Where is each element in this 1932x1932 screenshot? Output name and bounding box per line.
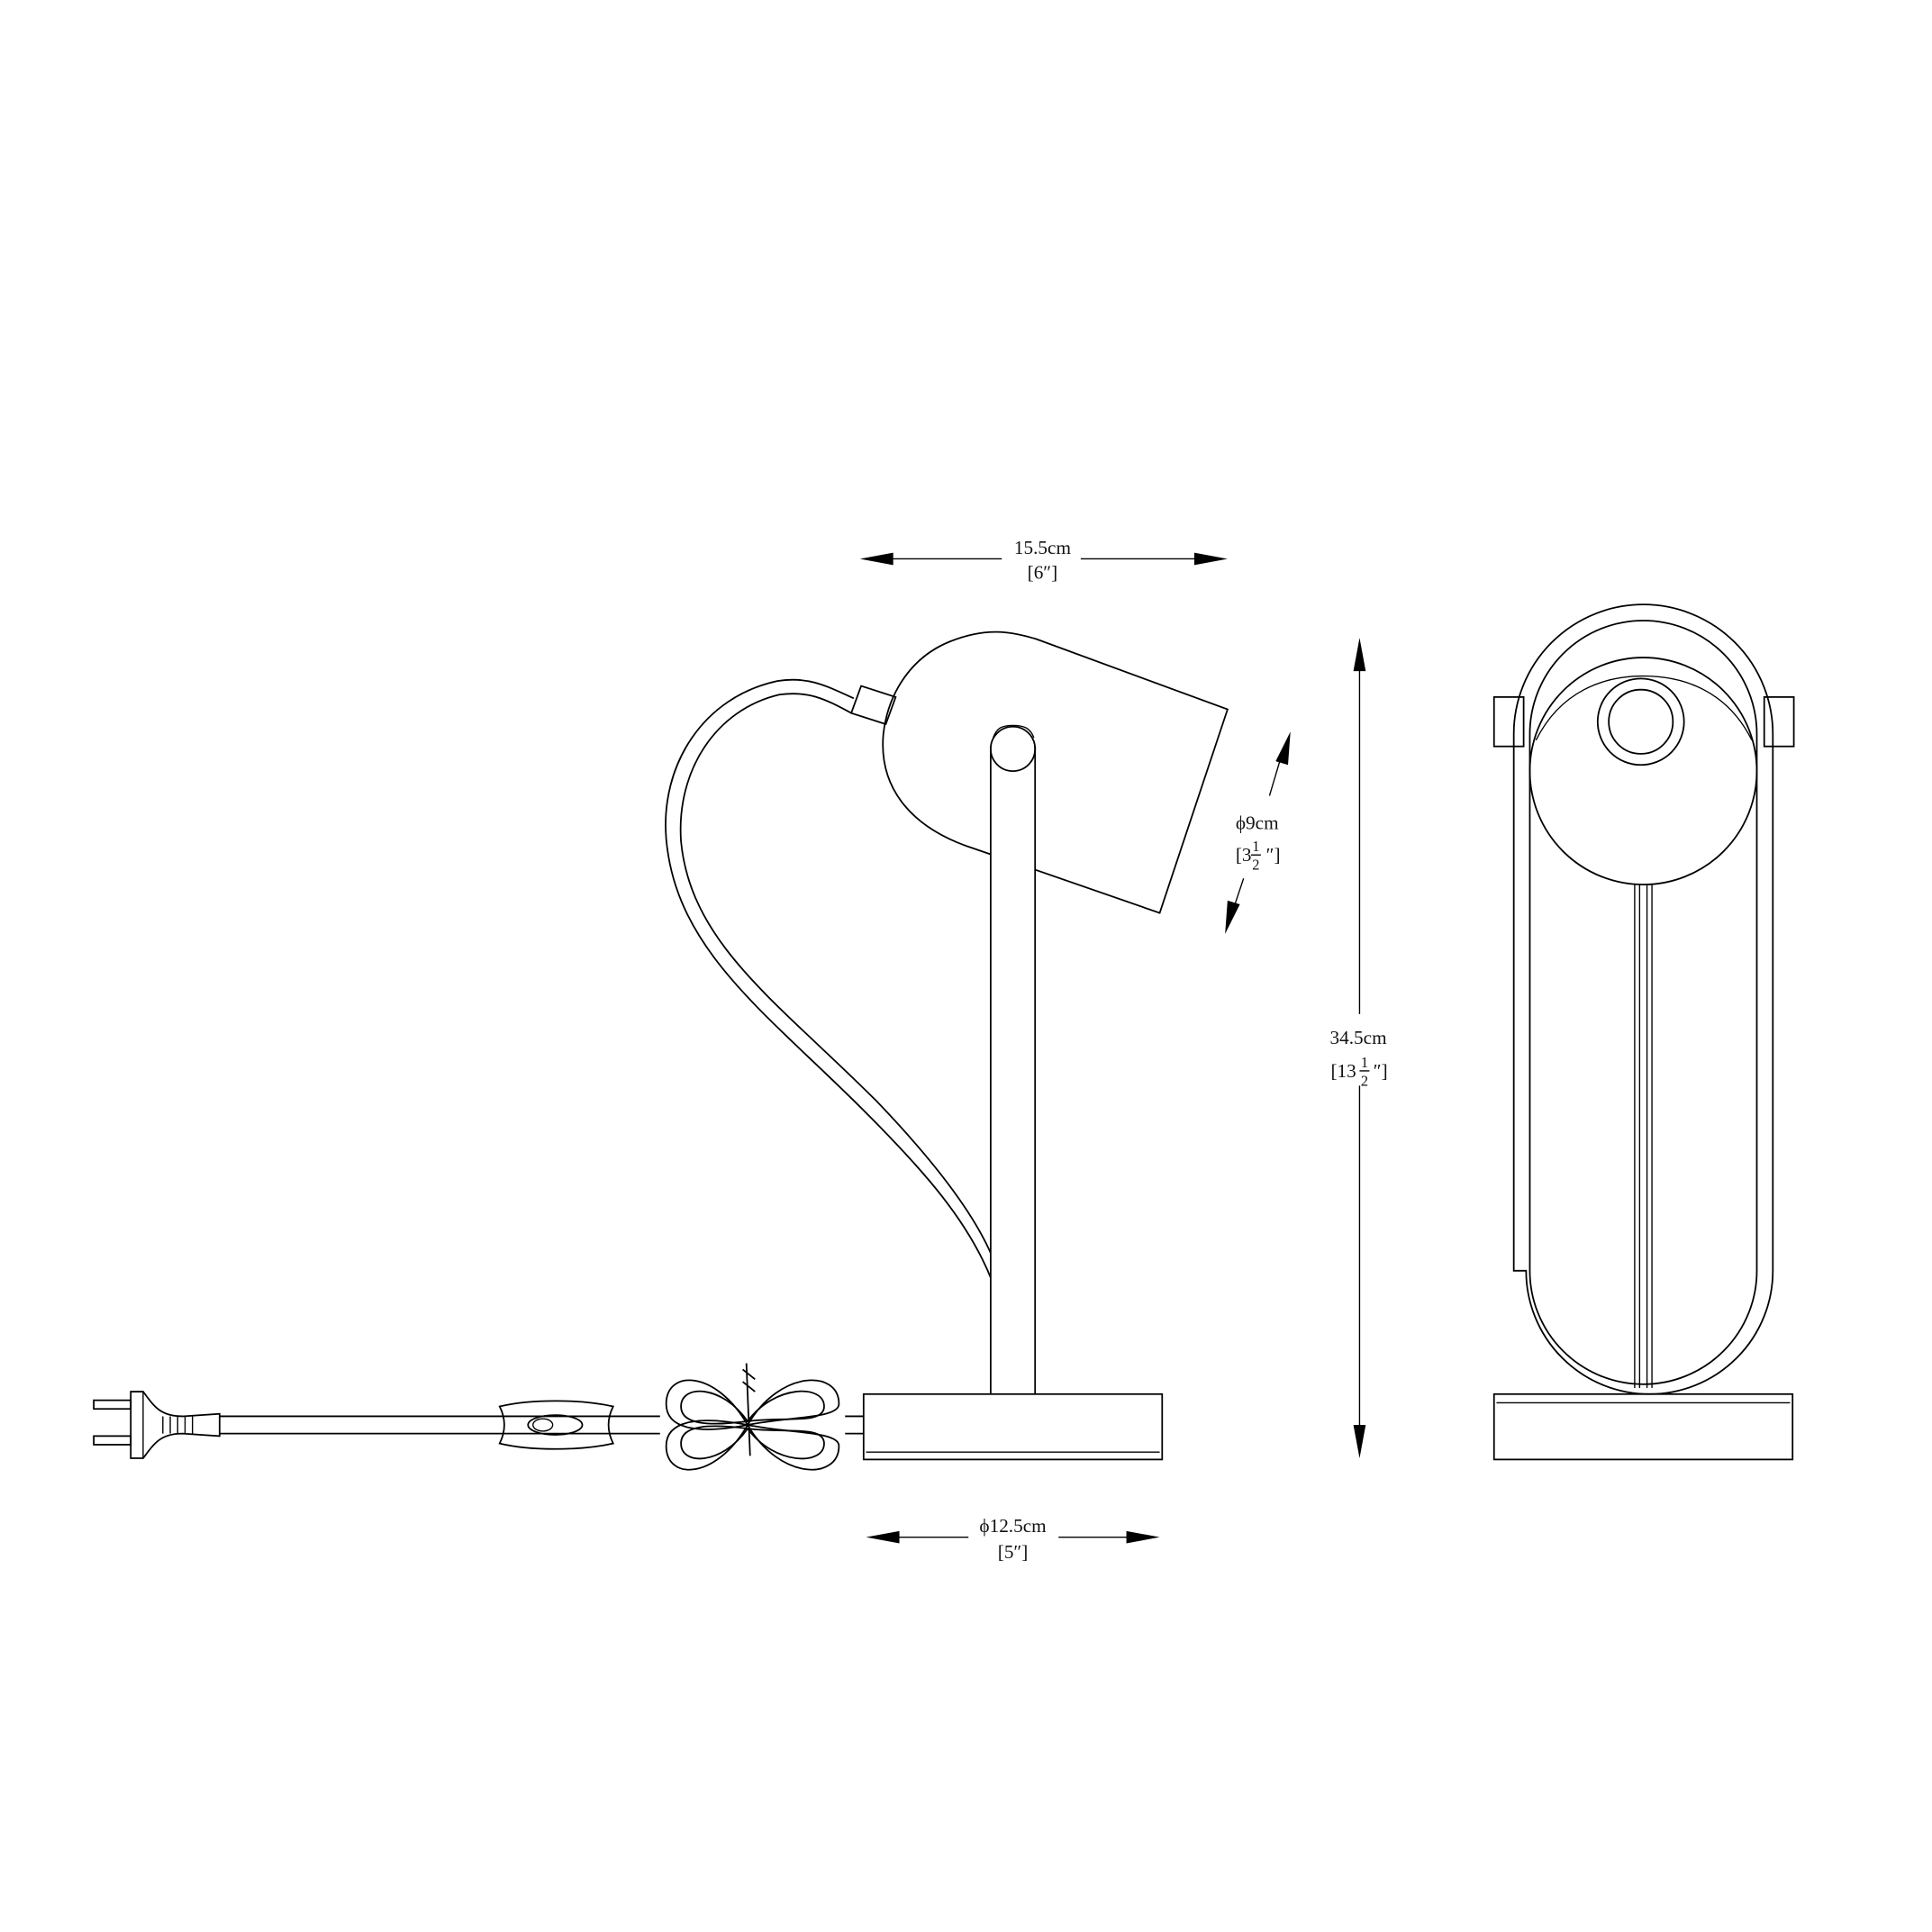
inline-switch: [498, 1400, 615, 1450]
shade-fraction-denominator: 2: [1252, 857, 1259, 874]
shade-imperial-suffix: ″]: [1266, 844, 1281, 866]
socket-connector: [849, 685, 897, 726]
shade-metric-label: ϕ9cm: [1236, 812, 1279, 833]
lamp-cord: [665, 678, 993, 1282]
width-imperial-label: [6″]: [1028, 561, 1058, 583]
height-imperial-suffix: ″]: [1374, 1060, 1388, 1082]
lamp-base-front: [1492, 1392, 1794, 1461]
base-metric-label: ϕ12.5cm: [979, 1515, 1047, 1537]
bulb-socket-inner: [1608, 688, 1674, 755]
height-fraction-denominator: 2: [1361, 1072, 1368, 1089]
shade-fraction-numerator: 1: [1252, 838, 1259, 855]
height-imperial-prefix: [13: [1330, 1060, 1356, 1082]
left-knob: [1492, 696, 1525, 748]
lamp-shade: [882, 630, 1229, 914]
pivot-knob: [990, 725, 1037, 772]
base-imperial-label: [5″]: [998, 1541, 1029, 1563]
shade-imperial-prefix: [3: [1236, 844, 1252, 866]
dimension-height: 34.5cm [13 1 2 ″]: [1330, 638, 1388, 1459]
right-knob: [1763, 696, 1795, 748]
height-fraction-numerator: 1: [1361, 1054, 1368, 1071]
cable-coil: [659, 1363, 846, 1487]
bulb-socket-outer: [1596, 677, 1685, 766]
frame-outer: [1512, 603, 1774, 1395]
height-metric-label: 34.5cm: [1330, 1027, 1388, 1048]
dimension-shade-diameter: ϕ9cm [3 1 2 ″]: [1225, 731, 1291, 934]
front-view: [1492, 603, 1795, 1461]
dimension-width: 15.5cm [6″]: [859, 537, 1228, 583]
euro-plug: [93, 1391, 221, 1459]
side-view: [93, 630, 1229, 1487]
dimension-base-diameter: ϕ12.5cm [5″]: [866, 1515, 1160, 1563]
lamp-base-side: [862, 1392, 1164, 1461]
shade-opening: [1528, 657, 1758, 885]
width-metric-label: 15.5cm: [1014, 537, 1072, 558]
